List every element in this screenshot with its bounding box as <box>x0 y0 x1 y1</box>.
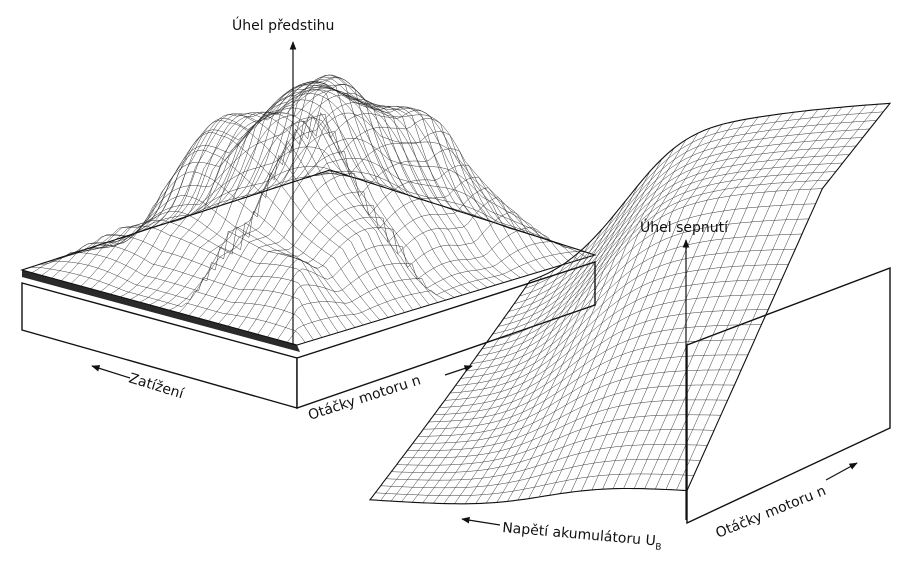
right-speed-arrow <box>825 462 858 481</box>
right-base-side-face <box>686 266 891 525</box>
left-front-dark-strip <box>22 270 300 352</box>
advance-angle-label: Úhel předstihu <box>232 16 334 34</box>
advance-angle-outline <box>20 169 597 346</box>
voltage-label-subscript: B <box>655 542 662 553</box>
dwell-angle-outline <box>368 102 892 505</box>
advance-angle-map: Úhel předstihu Zatížení Otáčky motoru n <box>20 16 597 424</box>
voltage-arrow <box>461 516 501 526</box>
load-label: Zatížení <box>127 371 187 403</box>
voltage-label: Napětí akumulátoru UB <box>501 520 662 553</box>
dwell-angle-label: Úhel sepnutí <box>640 218 729 236</box>
dwell-angle-surface <box>368 102 892 505</box>
left-speed-arrow <box>444 365 473 376</box>
voltage-label-main: Napětí akumulátoru U <box>502 520 657 549</box>
load-arrow <box>91 365 131 379</box>
advance-angle-surface <box>20 74 597 346</box>
left-base-side-face <box>296 261 596 409</box>
